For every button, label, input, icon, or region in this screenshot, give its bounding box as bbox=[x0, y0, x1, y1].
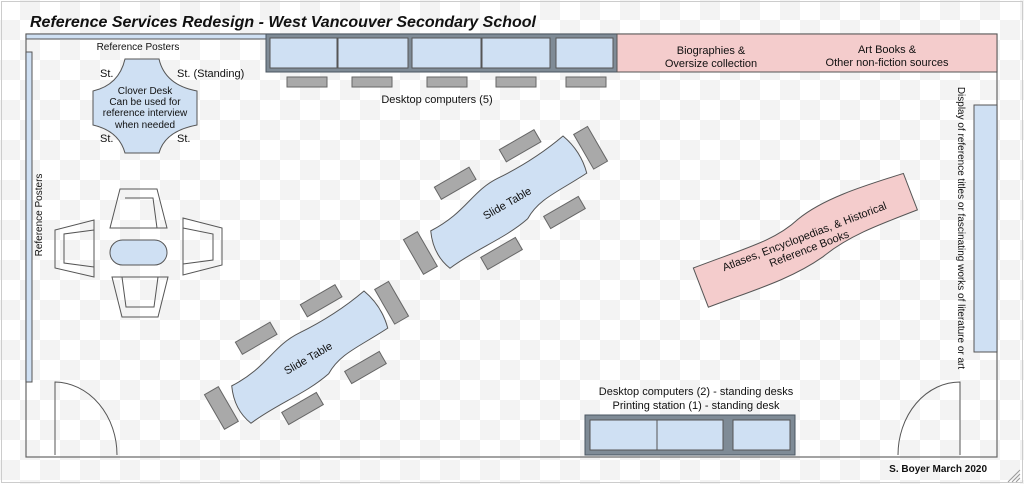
chair bbox=[480, 236, 524, 271]
art-books-label: Art Books & bbox=[858, 44, 917, 56]
display-shelf bbox=[973, 104, 998, 353]
chair bbox=[565, 76, 607, 88]
clover-desk-note: reference interview bbox=[103, 108, 188, 119]
left-poster-wall bbox=[25, 51, 33, 383]
standing-spot-label: St. (Standing) bbox=[177, 68, 244, 80]
diagram-title: Reference Services Redesign - West Vanco… bbox=[30, 14, 537, 31]
reference-posters-top-label: Reference Posters bbox=[97, 42, 180, 53]
clover-desk-label: Clover Desk bbox=[118, 86, 173, 97]
chair bbox=[234, 321, 278, 356]
armchair bbox=[182, 217, 223, 276]
oversize-label: Oversize collection bbox=[665, 58, 757, 70]
clover-desk bbox=[92, 58, 198, 154]
biographies-art-shelf bbox=[616, 33, 998, 73]
chair bbox=[203, 385, 240, 431]
chair bbox=[351, 76, 393, 88]
chair bbox=[498, 129, 542, 163]
reference-posters-side-label: Reference Posters bbox=[34, 174, 45, 257]
chair bbox=[373, 280, 410, 325]
chair bbox=[343, 350, 387, 385]
slide-table-1: Slide Table bbox=[402, 125, 609, 276]
oval-table bbox=[109, 239, 168, 266]
chair bbox=[572, 125, 609, 170]
door-right bbox=[897, 381, 961, 456]
non-fiction-label: Other non-fiction sources bbox=[826, 57, 949, 69]
chair bbox=[542, 195, 586, 230]
armchair bbox=[111, 276, 169, 318]
author-signature: S. Boyer March 2020 bbox=[889, 464, 987, 475]
chair bbox=[426, 76, 468, 88]
desktop-computers-row bbox=[265, 33, 618, 88]
standing-spot-label: St. bbox=[177, 133, 190, 145]
chair bbox=[433, 166, 477, 201]
top-wall-poster-strip bbox=[25, 33, 267, 40]
standing-spot-label: St. bbox=[100, 68, 113, 80]
armchair bbox=[109, 188, 168, 229]
chair bbox=[402, 230, 439, 276]
atlases-shelf: Atlases, Encyclopedias, & Historical Ref… bbox=[692, 172, 919, 308]
clover-desk-note: when needed bbox=[114, 120, 175, 131]
door-left bbox=[54, 381, 118, 456]
standing-desks-label: Desktop computers (2) - standing desks bbox=[599, 386, 794, 398]
display-label: Display of reference titles or fascinati… bbox=[955, 87, 966, 370]
resize-grip-icon[interactable] bbox=[1007, 469, 1021, 483]
standing-desks-row bbox=[584, 414, 796, 456]
armchair bbox=[54, 219, 95, 278]
desktop-computers-label: Desktop computers (5) bbox=[381, 94, 492, 106]
chair bbox=[281, 391, 325, 426]
biographies-label: Biographies & bbox=[677, 45, 746, 57]
standing-spot-label: St. bbox=[100, 133, 113, 145]
printing-station-label: Printing station (1) - standing desk bbox=[613, 400, 780, 412]
slide-table-2: Slide Table bbox=[203, 280, 410, 431]
clover-desk-note: Can be used for bbox=[109, 97, 181, 108]
chair bbox=[286, 76, 328, 88]
lounge-table-group bbox=[54, 188, 223, 318]
chair bbox=[299, 284, 343, 318]
chair bbox=[495, 76, 537, 88]
